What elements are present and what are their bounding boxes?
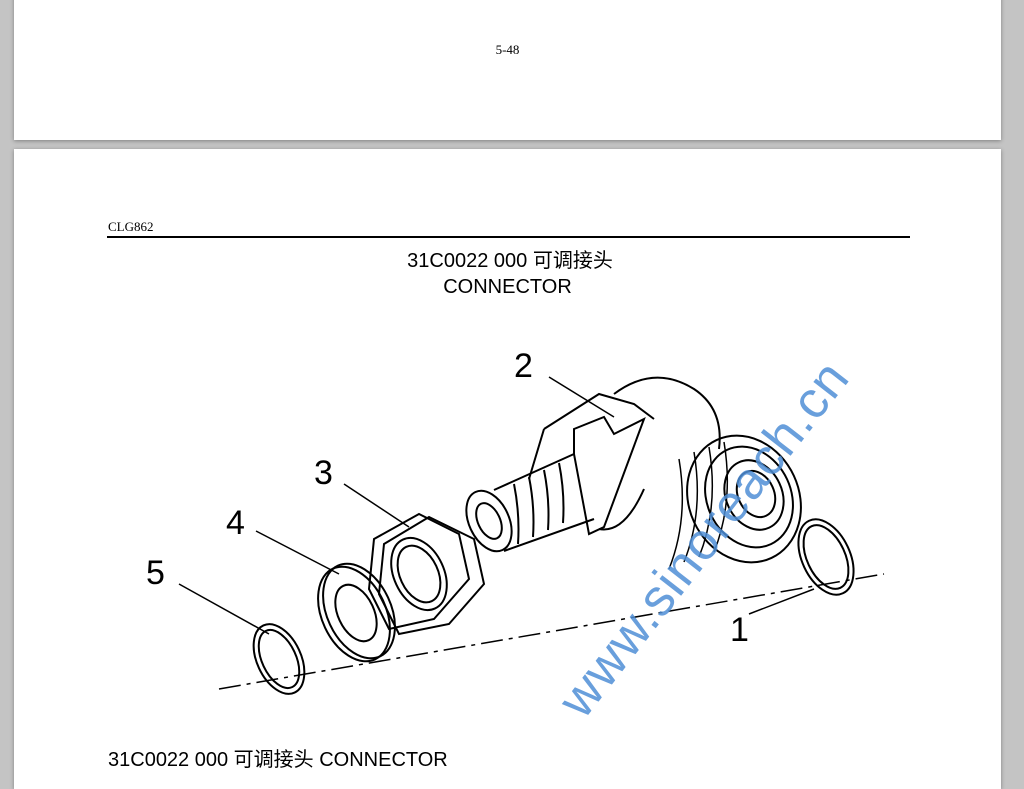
figure-caption: 31C0022 000 可调接头 CONNECTOR: [108, 749, 448, 771]
part-1-oring: [797, 518, 855, 596]
callout-1: 1: [730, 611, 749, 649]
part-subtitle: CONNECTOR: [443, 276, 572, 298]
callout-5: 5: [146, 554, 165, 592]
callout-3: 3: [314, 454, 333, 492]
part-5-oring: [252, 623, 306, 695]
callout-2: 2: [514, 347, 533, 385]
header-rule: [107, 236, 910, 238]
part-title: 31C0022 000 可调接头: [407, 250, 613, 272]
leader-lines: [178, 376, 815, 635]
page-number: 5-48: [495, 42, 520, 57]
part-3-nut: [367, 512, 486, 636]
part-4-washer: [317, 562, 396, 663]
part-2-elbow: [465, 376, 802, 570]
pdf-page-previous: 5-48: [14, 0, 1001, 140]
document-header: CLG862: [108, 219, 154, 234]
centerline: [218, 573, 885, 690]
connector-exploded-diagram: 1 2 3 4 5: [146, 347, 885, 695]
pdf-page-current: CLG862 31C0022 000 可调接头 CONNECTOR: [14, 149, 1001, 789]
callout-4: 4: [226, 504, 245, 542]
